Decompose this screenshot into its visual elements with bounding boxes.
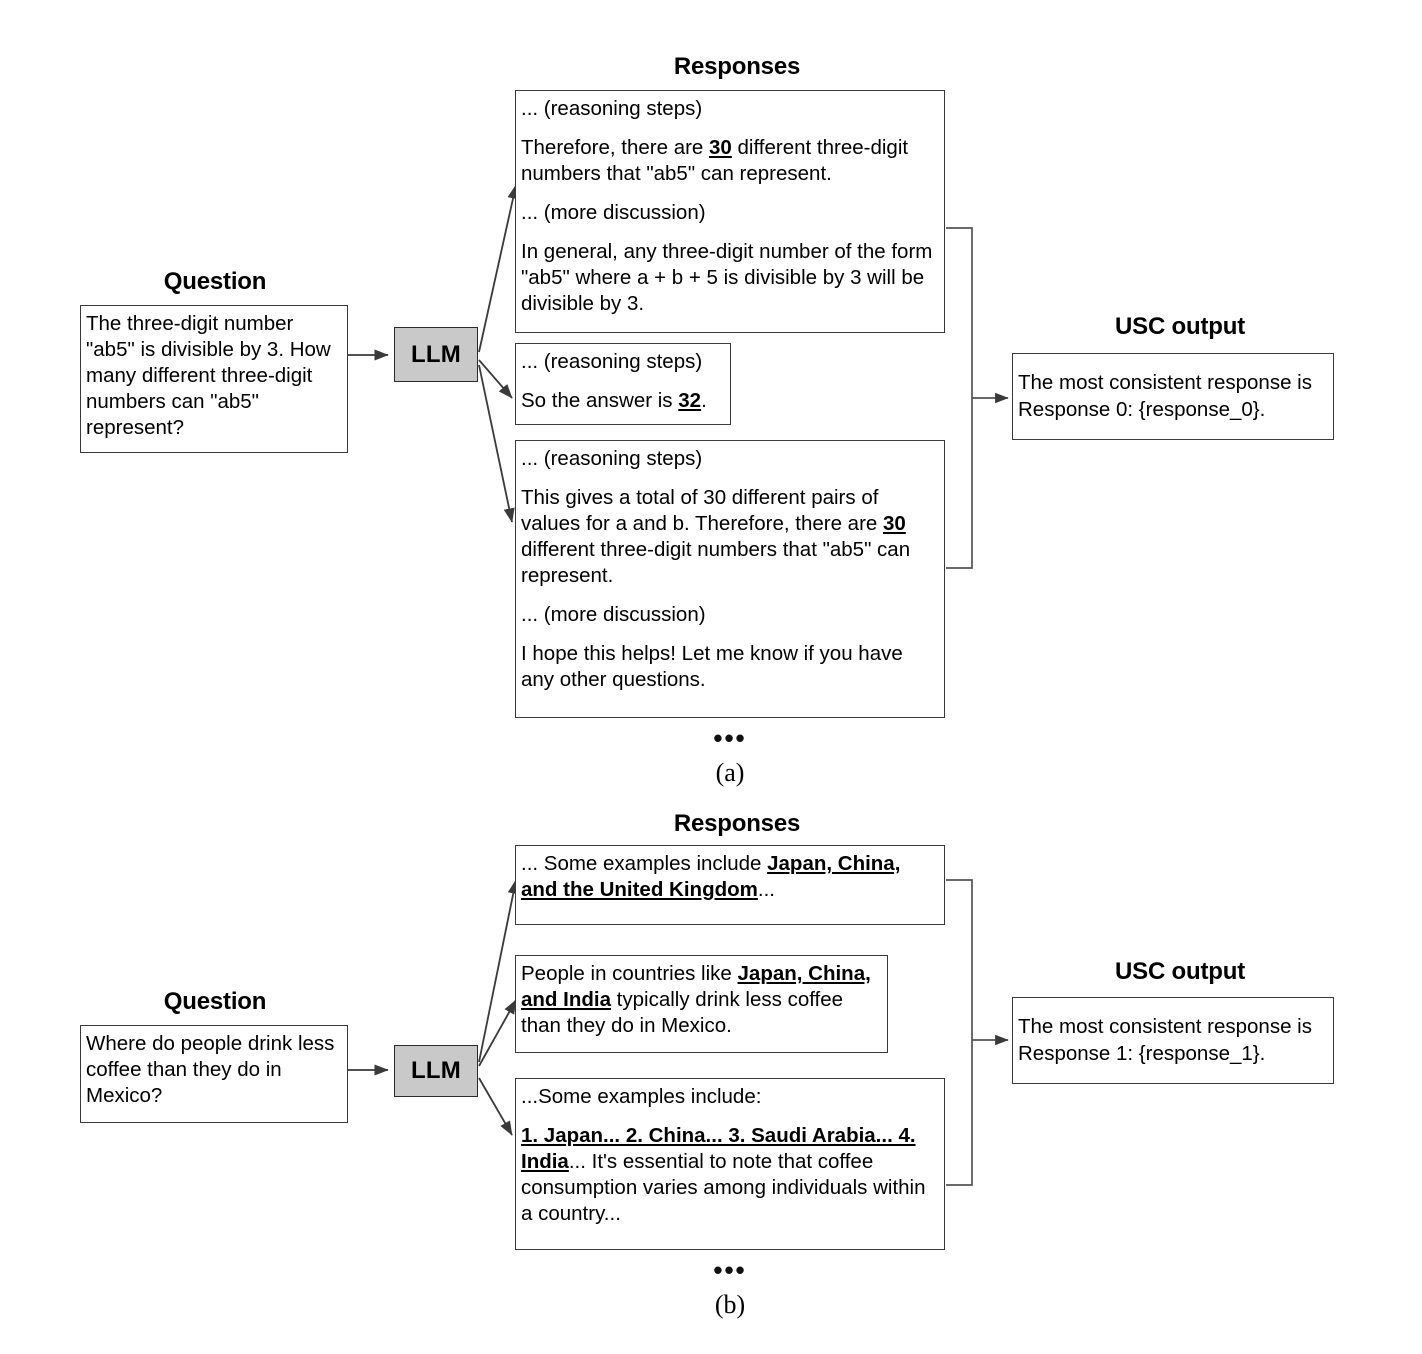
panel-a-usc-output-text: The most consistent response is Response… xyxy=(1018,371,1312,421)
panel-a-llm-label: LLM xyxy=(411,340,461,368)
panel-b-llm-box: LLM xyxy=(394,1045,478,1097)
response-line: I hope this helps! Let me know if you ha… xyxy=(521,642,903,692)
response-line: This gives a total of 30 different pairs… xyxy=(521,486,911,588)
response-line: ... (reasoning steps) xyxy=(521,97,703,120)
panel-b-response-box-0: ... Some examples include Japan, China, … xyxy=(515,845,945,925)
panel-a-responses-header: Responses xyxy=(673,53,801,80)
response-line: In general, any three-digit number of th… xyxy=(521,240,933,316)
panel-a-response-box-1: ... (reasoning steps) So the answer is 3… xyxy=(515,343,731,425)
panel-a-more-responses-ellipsis: ••• xyxy=(713,723,747,753)
panel-a-question-box: The three-digit number "ab5" is divisibl… xyxy=(80,305,348,453)
response-line: ...Some examples include: xyxy=(521,1085,762,1108)
response-line: ... Some examples include Japan, China, … xyxy=(521,852,901,902)
panel-a-llm-box: LLM xyxy=(394,327,478,382)
panel-a-response-box-2: ... (reasoning steps) This gives a total… xyxy=(515,440,945,718)
response-line: So the answer is 32. xyxy=(521,389,707,413)
panel-b-usc-output-text: The most consistent response is Response… xyxy=(1018,1015,1312,1065)
panel-b-question-header: Question xyxy=(163,988,267,1015)
response-line: 1. Japan... 2. China... 3. Saudi Arabia.… xyxy=(521,1124,926,1226)
panel-b-question-box: Where do people drink less coffee than t… xyxy=(80,1025,348,1123)
response-line: ... (reasoning steps) xyxy=(521,447,703,470)
response-line: Therefore, there are 30 different three-… xyxy=(521,136,909,186)
panel-b-responses-header: Responses xyxy=(673,810,801,837)
panel-a-response-box-0: ... (reasoning steps) Therefore, there a… xyxy=(515,90,945,333)
panel-a-usc-output-box: The most consistent response is Response… xyxy=(1012,353,1334,440)
panel-b-usc-header: USC output xyxy=(1115,958,1245,985)
panel-b-more-responses-ellipsis: ••• xyxy=(713,1255,747,1285)
panel-a-usc-header: USC output xyxy=(1115,313,1245,340)
panel-b-usc-output-box: The most consistent response is Response… xyxy=(1012,997,1334,1084)
panel-b-llm-label: LLM xyxy=(411,1057,461,1084)
panel-a-caption: (a) xyxy=(715,758,745,787)
panel-b-response-box-1: People in countries like Japan, China, a… xyxy=(515,955,888,1053)
response-line: People in countries like Japan, China, a… xyxy=(521,962,871,1038)
panel-a-question-text: The three-digit number "ab5" is divisibl… xyxy=(86,312,331,440)
response-line: ... (reasoning steps) xyxy=(521,350,703,373)
response-line: ... (more discussion) xyxy=(521,201,706,225)
response-line: ... (more discussion) xyxy=(521,603,706,627)
panel-a-question-header: Question xyxy=(163,268,267,295)
panel-b-caption: (b) xyxy=(714,1290,746,1319)
panel-b-response-box-2: ...Some examples include: 1. Japan... 2.… xyxy=(515,1078,945,1250)
panel-b-question-text: Where do people drink less coffee than t… xyxy=(86,1032,335,1108)
